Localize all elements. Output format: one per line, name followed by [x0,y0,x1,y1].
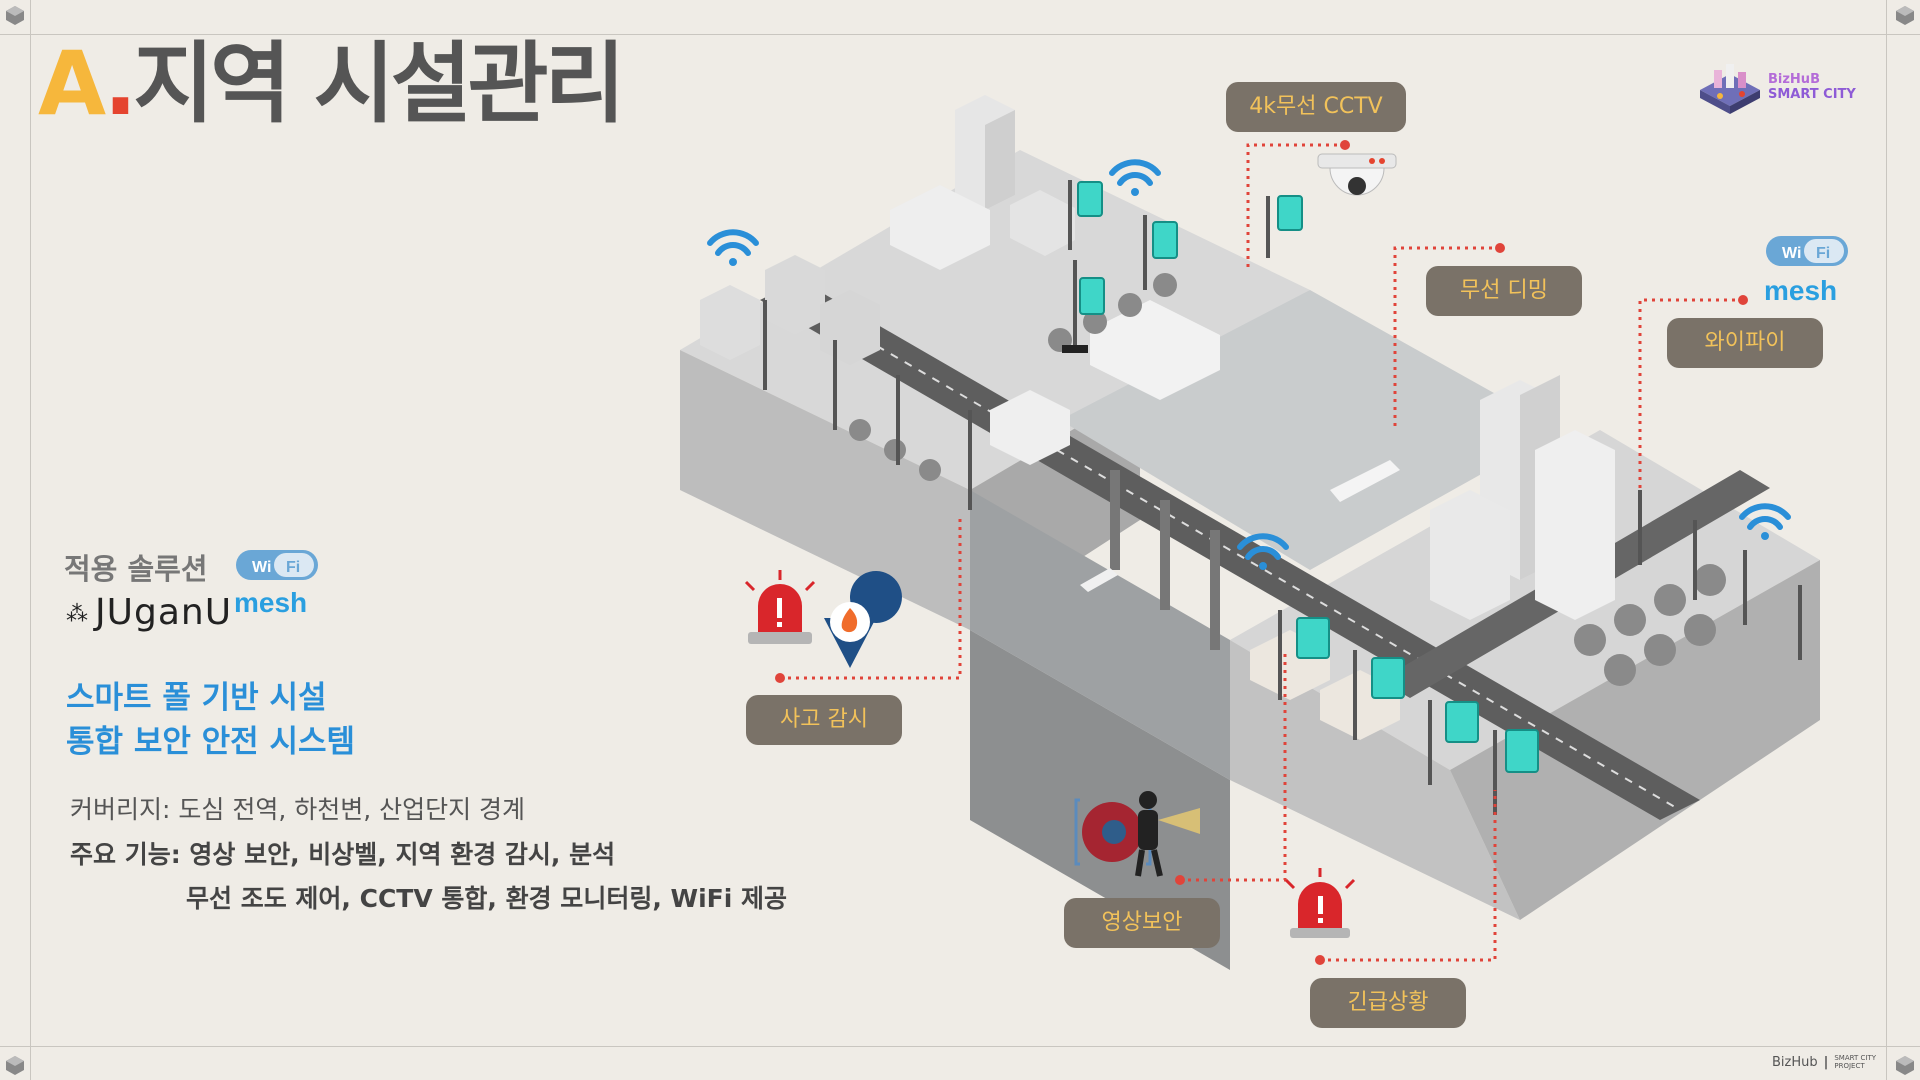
scene-wifi-badge-right: Fi [1816,245,1830,262]
plain-street-lights [763,300,1802,660]
brand-line2: SMART CITY [1768,87,1856,102]
footer-brand-name: BizHub [1771,1054,1818,1070]
smart-poles [763,180,1802,815]
fire-pin-icon [824,571,902,668]
bizhub-logo-icon [1700,64,1760,114]
street-light-icon [1062,260,1105,353]
siren-icon [744,570,816,644]
wifi-icon [1109,159,1161,186]
wifi-icon [707,229,759,256]
siren-icon [1284,868,1356,938]
wifi-badge-left: Wi [252,559,271,576]
title-letter: A [38,32,108,135]
wifi-icon [1237,533,1289,560]
juganu-logo: ⁂JUganU [66,592,232,633]
juganu-wordmark: JUganU [95,592,233,633]
callout-wifi: 와이파이 [1667,318,1823,368]
callout-cctv: 4k무선 CCTV [1226,82,1406,132]
lower-buildings [1250,375,1615,740]
street-light-icon [1493,729,1539,815]
street-light-icon [1143,215,1178,290]
wifi-badge-right: Fi [286,559,300,576]
ship [1330,460,1400,502]
wifi-mesh-logo: Wi Fi mesh [234,550,318,618]
callout-emergency: 긴급상황 [1310,978,1466,1028]
trees [849,273,1726,686]
corner-cube-icon [6,6,24,25]
street-light-icon [1428,700,1479,785]
coverage-text: 커버리지: 도심 전역, 하천변, 산업단지 경계 [70,795,526,824]
street-light-icon [1353,650,1405,740]
cctv-camera-icon [1317,153,1397,196]
street-light-icon [1266,195,1303,258]
features-line2: 무선 조도 제어, CCTV 통합, 환경 모니터링, WiFi 제공 [186,884,788,913]
scene-wifi-badge-left: Wi [1782,245,1801,262]
frame-top-line [0,34,1920,35]
headline-line1: 스마트 폴 기반 시설 [66,680,327,716]
callout-accident: 사고 감시 [746,695,902,745]
headline-line2: 통합 보안 안전 시스템 [66,724,356,760]
corner-cube-icon [1896,1056,1914,1075]
connector-lines [780,143,1743,962]
brand-line1: BizHuB [1768,72,1820,87]
title-text: 지역 시설관리 [133,32,625,135]
headline: 스마트 폴 기반 시설 통합 보안 안전 시스템 [66,676,355,764]
footer-small-line1: SMART CITY [1834,1054,1876,1062]
features-text: 주요 기능: 영상 보안, 비상벨, 지역 환경 감시, 분석 무선 조도 제어… [70,833,787,921]
scene-wifi-mesh-logo: Wi Fi mesh [1764,236,1848,306]
corner-cube-icon [6,1056,24,1075]
title-dot: . [103,32,137,135]
corner-cube-icon [1896,6,1914,25]
wifi-mesh-text: mesh [234,587,307,618]
connector-dots [775,140,1748,965]
upper-block-side [680,350,970,630]
upper-buildings [700,95,1220,465]
thief-flashlight-icon [1074,791,1200,877]
frame-right-line [1886,0,1887,1080]
callout-dimming: 무선 디밍 [1426,266,1582,316]
footer-separator: | [1823,1054,1829,1070]
footer-small-line2: PROJECT [1834,1062,1865,1070]
street-light-icon [1278,610,1330,700]
page-title: A.지역 시설관리 [38,40,626,128]
street-light-icon [1068,180,1103,250]
features-line1: 주요 기능: 영상 보안, 비상벨, 지역 환경 감시, 분석 [70,840,616,869]
solutions-label: 적용 솔루션 [64,552,208,586]
bizhub-brand: BizHuB SMART CITY [1768,72,1856,102]
scene-wifi-mesh-text: mesh [1764,275,1837,306]
callout-video: 영상보안 [1064,898,1220,948]
juganu-mark-icon: ⁂ [66,601,89,627]
wifi-icon [1739,503,1791,530]
frame-bottom-line [0,1046,1920,1047]
frame-left-line [30,0,31,1080]
